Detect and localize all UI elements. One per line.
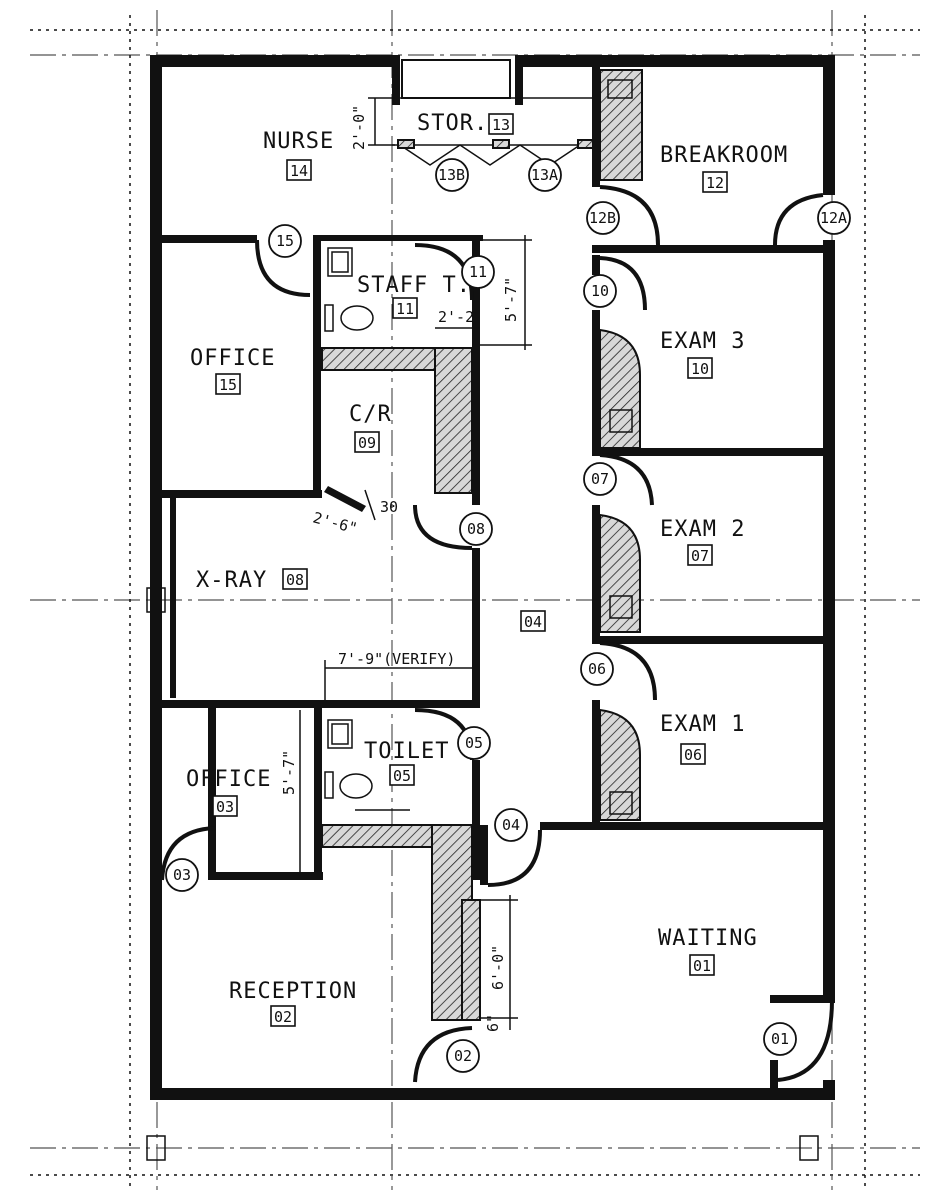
door-tag-04: 04 [502, 816, 520, 834]
room-num-exam-3: 10 [691, 360, 709, 378]
room-num-office-15: 15 [219, 376, 237, 394]
door-tag-01: 01 [771, 1030, 789, 1048]
room-num-exam-1: 06 [684, 746, 702, 764]
room-name-breakroom: BREAKROOM [660, 143, 788, 168]
room-num-exam-2: 07 [691, 547, 709, 565]
dim-staff-height: 5'-7" [502, 277, 520, 322]
room-name-office-15: OFFICE [190, 346, 275, 371]
door-tag-11: 11 [469, 263, 487, 281]
hatched-casework [321, 69, 643, 1021]
dimension-labels: 2'-0" 5'-7" 2'-2 2'-6" 30 7'-9"(VERIFY) … [280, 105, 520, 1032]
room-num-waiting: 01 [693, 957, 711, 975]
room-num-xray: 08 [286, 571, 304, 589]
door-tag-06: 06 [588, 660, 606, 678]
room-num-staff-toilet: 11 [396, 300, 414, 318]
door-tag-10: 10 [591, 282, 609, 300]
dim-staff-width: 2'-2 [438, 308, 474, 326]
door-tag-08: 08 [467, 520, 485, 538]
room-name-toilet: TOILET [364, 739, 449, 764]
room-num-toilet: 05 [393, 767, 411, 785]
room-num-office-03: 03 [216, 798, 234, 816]
dim-xray-angle: 30 [380, 498, 398, 516]
interior-walls [162, 67, 832, 885]
room-num-stor: 13 [492, 116, 510, 134]
door-tag-12b: 12B [589, 209, 616, 227]
door-tags: 13B 13A 12B 12A 15 11 10 07 08 06 05 04 … [165, 158, 851, 1073]
room-num-breakroom: 12 [706, 174, 724, 192]
room-name-stor: STOR. [417, 111, 488, 136]
room-name-nurse: NURSE [263, 129, 334, 154]
door-tag-13a: 13A [531, 166, 558, 184]
room-name-office-03: OFFICE [186, 767, 271, 792]
door-tag-02: 02 [454, 1047, 472, 1065]
door-tag-13b: 13B [438, 166, 465, 184]
dim-xray-width: 7'-9"(VERIFY) [338, 650, 455, 668]
door-tag-07: 07 [591, 470, 609, 488]
door-tag-12a: 12A [820, 209, 847, 227]
storage-closet [392, 55, 600, 166]
door-tag-15: 15 [276, 232, 294, 250]
dimension-lines [299, 97, 532, 1030]
room-name-exam-1: EXAM 1 [660, 712, 745, 737]
fixtures [324, 79, 633, 815]
room-num-cr: 09 [358, 434, 376, 452]
room-name-cr: C/R [349, 402, 392, 427]
room-labels: NURSE 14 STOR. 13 BREAKROOM 12 STAFF T. … [186, 111, 788, 1027]
dim-xray-panel: 2'-6" [311, 508, 359, 537]
dim-reception-gap: 6" [484, 1014, 502, 1032]
dim-office03-height: 5'-7" [280, 750, 298, 795]
room-name-reception: RECEPTION [229, 979, 357, 1004]
room-name-exam-2: EXAM 2 [660, 517, 745, 542]
room-name-exam-3: EXAM 3 [660, 329, 745, 354]
room-name-waiting: WAITING [658, 926, 758, 951]
door-swings [160, 185, 834, 1083]
room-num-corridor: 04 [524, 613, 542, 631]
door-tag-03: 03 [173, 866, 191, 884]
room-name-xray: X-RAY [196, 568, 267, 593]
door-tag-05: 05 [465, 734, 483, 752]
room-num-nurse: 14 [290, 162, 308, 180]
room-num-reception: 02 [274, 1008, 292, 1026]
dim-stor-depth: 2'-0" [350, 105, 368, 150]
room-name-staff-toilet: STAFF T. [357, 273, 471, 298]
dim-reception-counter: 6'-0" [489, 945, 507, 990]
exterior-walls [150, 55, 835, 1100]
